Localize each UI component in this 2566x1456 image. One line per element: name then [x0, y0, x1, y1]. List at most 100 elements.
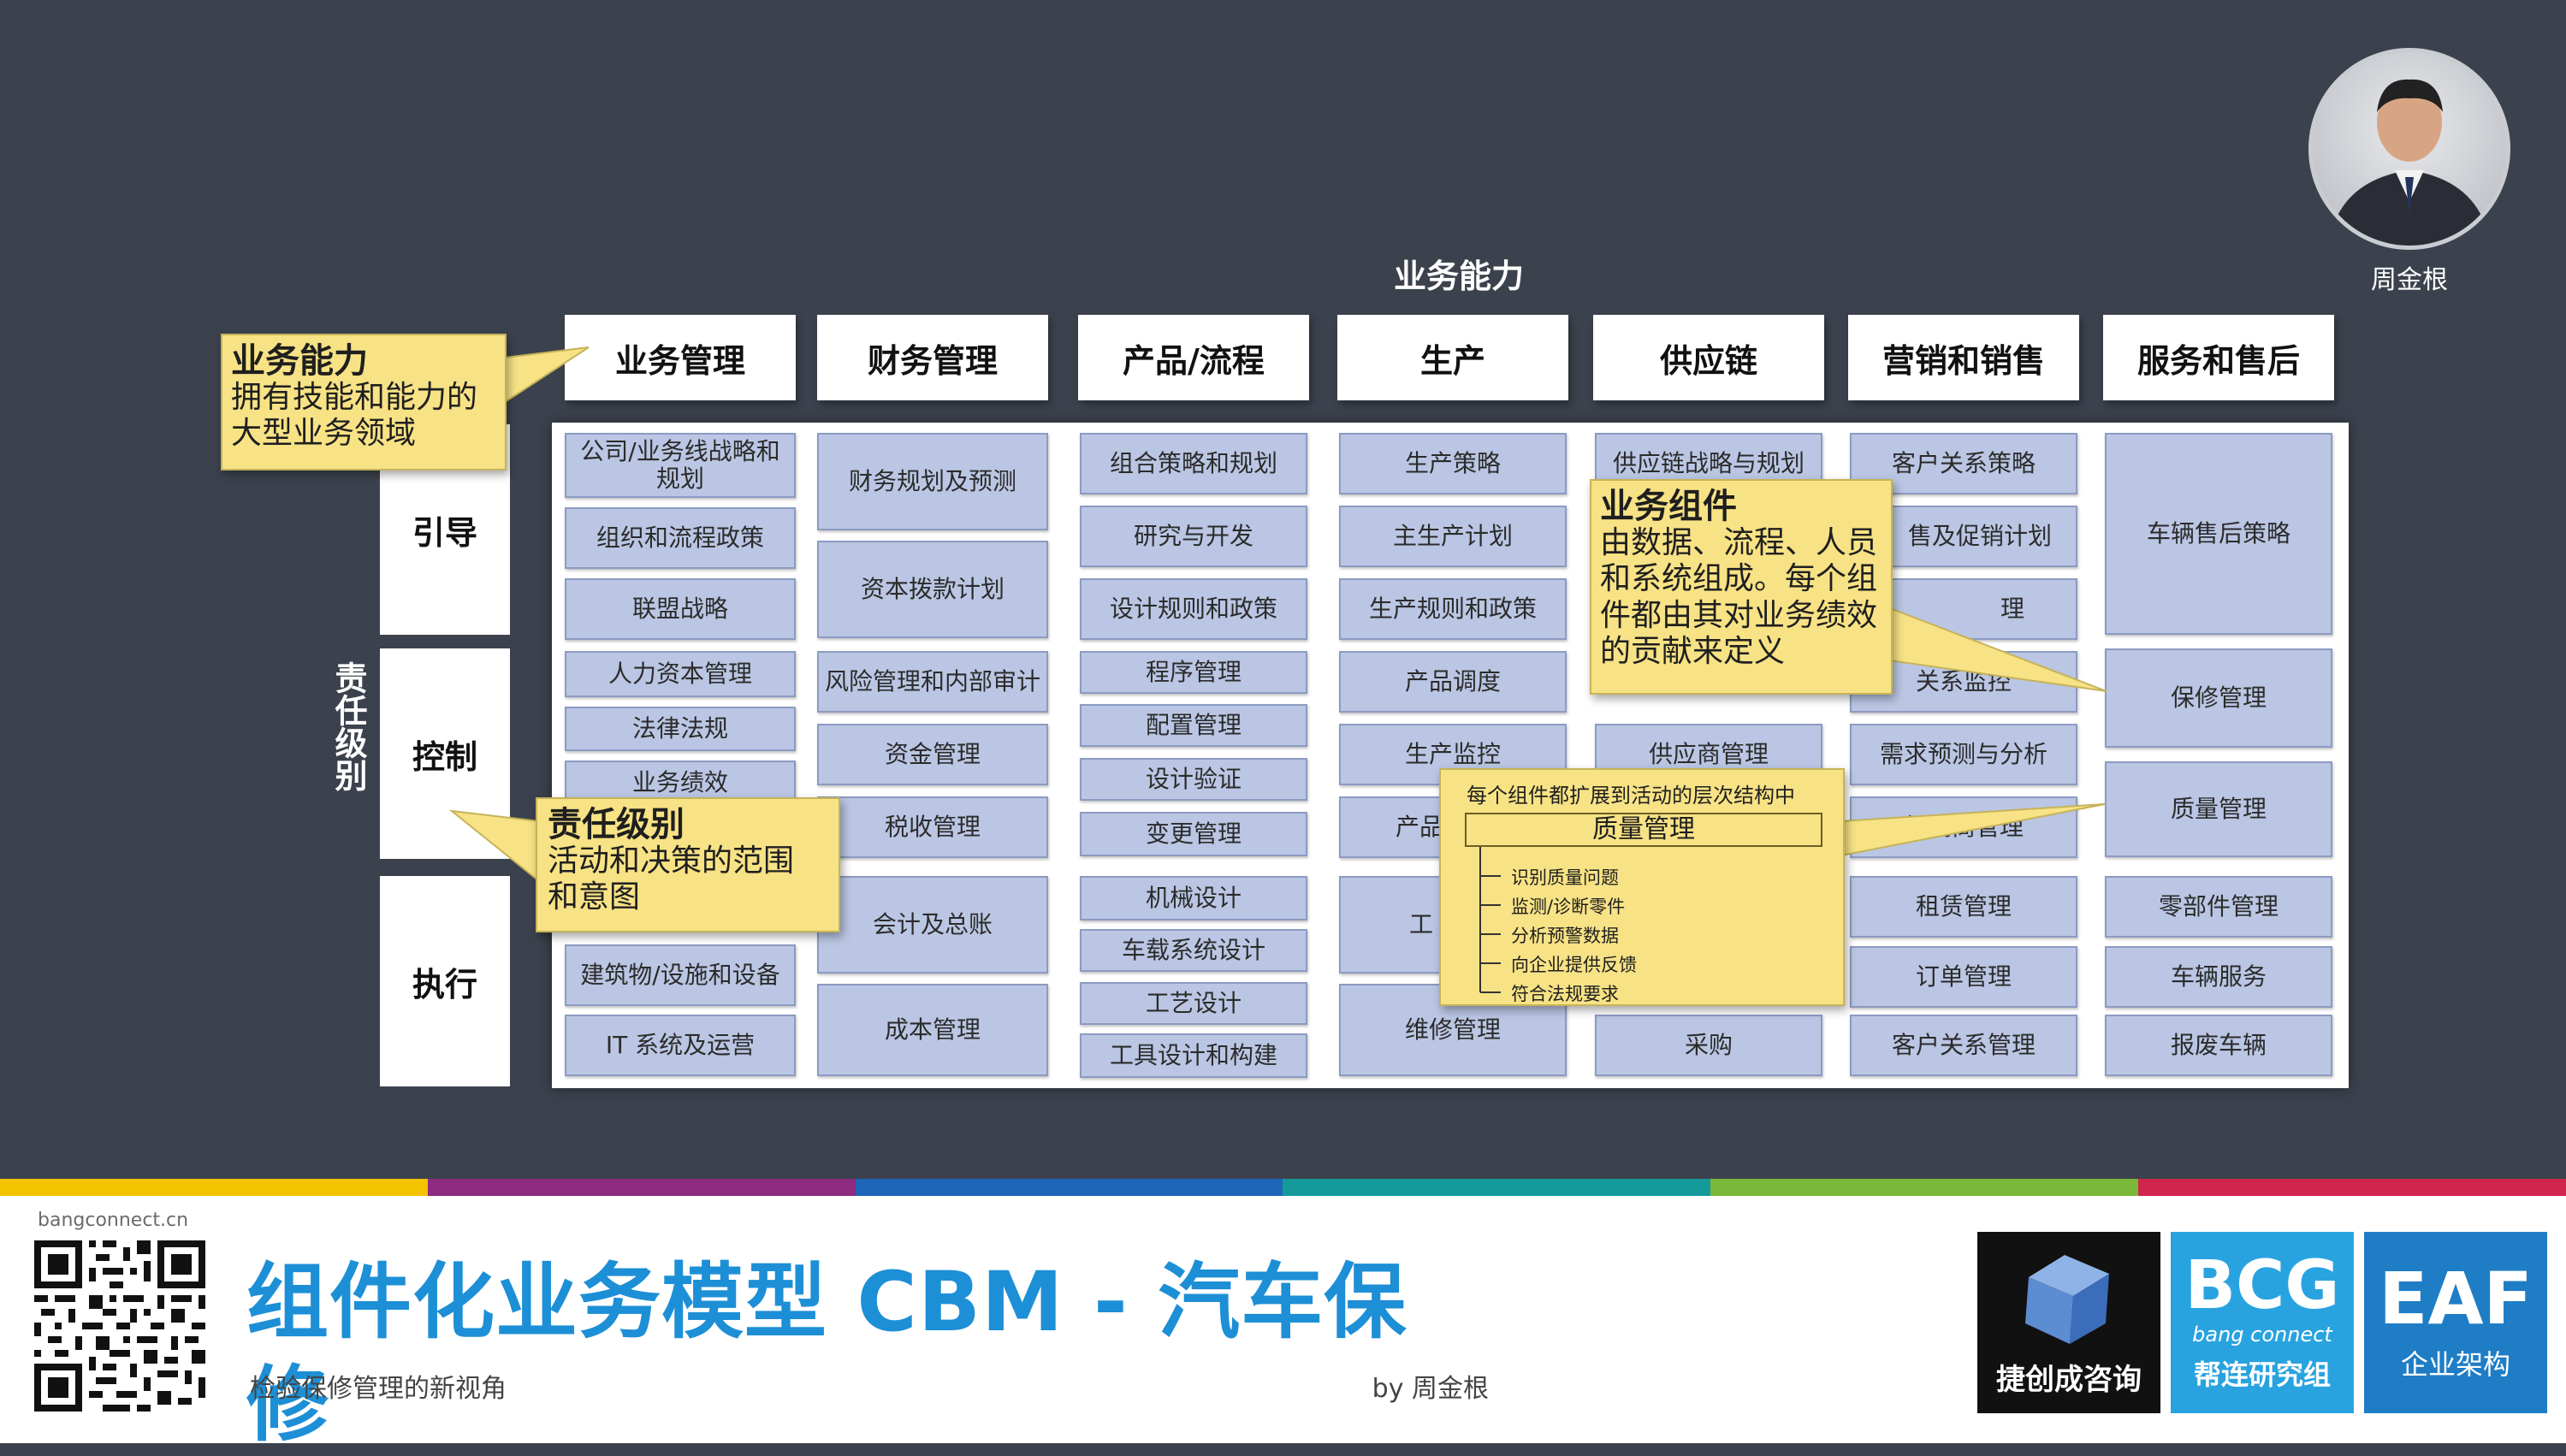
level-callout: 责任级别 活动和决策的范围 和意图	[536, 797, 840, 932]
level-callout-line: 活动和决策的范围	[548, 843, 795, 879]
capability-callout-line: 大型业务领域	[231, 416, 417, 452]
capability-header-production: 生产	[1337, 315, 1568, 400]
jiechuang-logo: 捷创成咨询	[1977, 1232, 2160, 1413]
component-cell: 配置管理	[1080, 704, 1307, 747]
responsibility-level-axis-label: 责任级别	[329, 661, 367, 791]
component-cell: 资本拨款计划	[817, 541, 1048, 638]
component-callout-line: 的贡献来定义	[1600, 634, 1786, 670]
color-stripe	[0, 1179, 2566, 1196]
component-cell: 客户关系管理	[1850, 1015, 2077, 1076]
site-url: bangconnect.cn	[38, 1210, 189, 1231]
author-name: 周金根	[2371, 265, 2448, 295]
component-cell: 建筑物/设施和设备	[565, 944, 796, 1006]
component-cell: 组织和流程政策	[565, 507, 796, 569]
component-callout-line: 由数据、流程、人员	[1600, 525, 1878, 560]
person-icon	[2328, 79, 2491, 246]
component-cell: 需求预测与分析	[1850, 724, 2077, 785]
component-cell: 设计规则和政策	[1080, 578, 1307, 640]
level-callout-title: 责任级别	[548, 805, 684, 844]
bcg-logo-tagline: bang connect	[2192, 1323, 2332, 1347]
component-cell: 质量管理	[2105, 761, 2332, 857]
component-cell: 车载系统设计	[1080, 929, 1307, 972]
component-cell: 会计及总账	[817, 876, 1048, 974]
hierarchy-item: 分析预警数据	[1511, 926, 1619, 946]
cube-icon	[2025, 1254, 2109, 1344]
hierarchy-item: 识别质量问题	[1511, 867, 1619, 888]
level-callout-line: 和意图	[548, 879, 641, 915]
component-cell: 工艺设计	[1080, 982, 1307, 1025]
page-subtitle: 检验保修管理的新视角	[250, 1374, 507, 1404]
jiechuang-logo-label: 捷创成咨询	[1996, 1362, 2142, 1397]
component-cell: 采购	[1595, 1015, 1822, 1076]
component-cell: 产品调度	[1339, 651, 1567, 713]
component-cell: 生产规则和政策	[1339, 578, 1567, 640]
component-cell: 租赁管理	[1850, 876, 2077, 938]
component-callout-title: 业务组件	[1600, 487, 1737, 526]
component-cell: 联盟战略	[565, 578, 796, 640]
level-control: 控制	[380, 648, 510, 859]
component-cell: 研究与开发	[1080, 506, 1307, 567]
level-execute: 执行	[380, 876, 510, 1086]
component-cell: 报废车辆	[2105, 1015, 2332, 1076]
eaf-logo-label: 企业架构	[2400, 1348, 2510, 1381]
component-cell: 车辆服务	[2105, 946, 2332, 1008]
component-cell: 保修管理	[2105, 648, 2332, 748]
qr-code-icon	[34, 1240, 205, 1412]
bcg-logo: BCG bang connect 帮连研究组	[2171, 1232, 2354, 1413]
stripe-segment	[0, 1179, 428, 1196]
component-cell: 组合策略和规划	[1080, 433, 1307, 494]
capability-callout-line: 拥有技能和能力的	[231, 380, 478, 415]
bcg-logo-label: 帮连研究组	[2193, 1358, 2331, 1391]
hierarchy-tree-lines	[1479, 847, 1501, 993]
component-cell: 成本管理	[817, 984, 1048, 1076]
component-callout-line: 和系统组成。每个组	[1600, 561, 1878, 597]
hierarchy-callout-title: 每个组件都扩展到活动的层次结构中	[1467, 784, 1795, 808]
page-title: 组件化业务模型 CBM - 汽车保修	[246, 1254, 1407, 1453]
component-cell: 经销商管理	[1850, 796, 2077, 858]
eaf-logo: EAF 企业架构	[2364, 1232, 2547, 1413]
component-cell: 生产策略	[1339, 433, 1567, 494]
capability-callout-title: 业务能力	[231, 341, 368, 381]
capability-header-supply-chain: 供应链	[1593, 315, 1824, 400]
component-cell: 设计验证	[1080, 758, 1307, 801]
stripe-segment	[1283, 1179, 1711, 1196]
eaf-logo-text: EAF	[2379, 1257, 2533, 1341]
capability-header-business-management: 业务管理	[565, 315, 796, 400]
hierarchy-item: 监测/诊断零件	[1511, 897, 1626, 917]
component-cell: 变更管理	[1080, 812, 1307, 856]
stripe-segment	[1710, 1179, 2139, 1196]
author-avatar	[2308, 48, 2510, 250]
component-cell: 机械设计	[1080, 876, 1307, 920]
component-cell: 法律法规	[565, 707, 796, 751]
component-cell: 订单管理	[1850, 946, 2077, 1008]
stripe-segment	[855, 1179, 1283, 1196]
component-cell: 主生产计划	[1339, 506, 1567, 567]
component-cell: IT 系统及运营	[565, 1015, 796, 1076]
component-callout-line: 件都由其对业务绩效	[1600, 597, 1878, 633]
capability-header-finance: 财务管理	[817, 315, 1048, 400]
section-label-business-capability: 业务能力	[1393, 257, 1524, 295]
component-callout: 业务组件 由数据、流程、人员 和系统组成。每个组 件都由其对业务绩效 的贡献来定…	[1590, 479, 1893, 695]
hierarchy-callout: 每个组件都扩展到活动的层次结构中 质量管理 识别质量问题 监测/诊断零件 分析预…	[1439, 768, 1845, 1006]
hierarchy-item: 符合法规要求	[1511, 984, 1619, 1004]
hierarchy-item: 向企业提供反馈	[1511, 955, 1637, 975]
component-cell: 公司/业务线战略和规划	[565, 433, 796, 498]
component-cell: 工具设计和构建	[1080, 1033, 1307, 1078]
capability-header-marketing-sales: 营销和销售	[1848, 315, 2079, 400]
component-cell: 税收管理	[817, 796, 1048, 858]
capability-header-product-process: 产品/流程	[1078, 315, 1309, 400]
capability-callout: 业务能力 拥有技能和能力的 大型业务领域	[221, 334, 507, 471]
component-cell: 资金管理	[817, 724, 1048, 785]
author-byline: by 周金根	[1372, 1374, 1489, 1404]
component-cell: 程序管理	[1080, 651, 1307, 694]
bcg-logo-text: BCG	[2184, 1247, 2340, 1324]
component-cell: 车辆售后策略	[2105, 433, 2332, 635]
component-cell: 零部件管理	[2105, 876, 2332, 938]
component-cell: 财务规划及预测	[817, 433, 1048, 530]
stripe-segment	[2138, 1179, 2566, 1196]
component-cell: 人力资本管理	[565, 651, 796, 697]
capability-header-service-aftersales: 服务和售后	[2103, 315, 2334, 400]
hierarchy-root-box: 质量管理	[1465, 813, 1822, 847]
component-cell: 风险管理和内部审计	[817, 651, 1048, 713]
stripe-segment	[427, 1179, 856, 1196]
